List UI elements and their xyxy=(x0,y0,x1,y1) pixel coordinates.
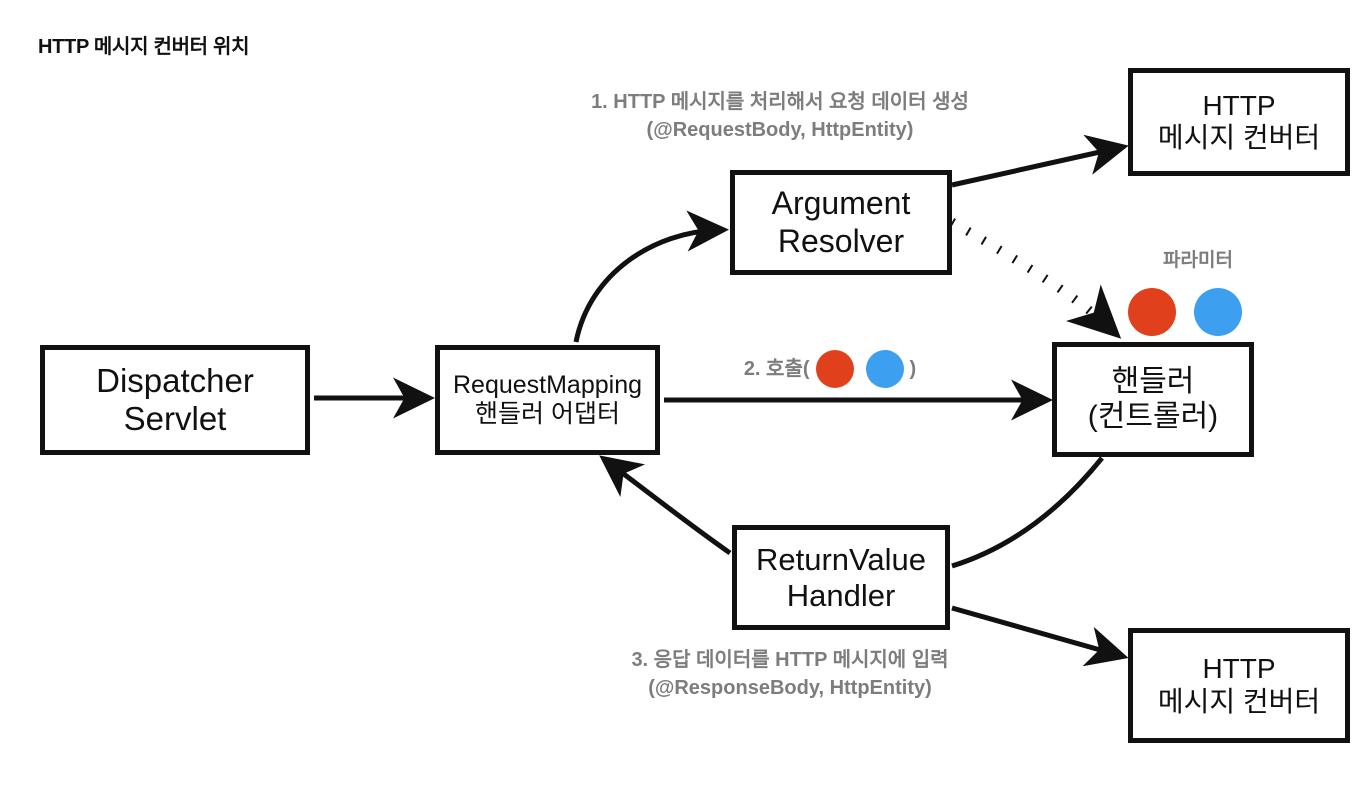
edge-label-step2-suffix: ) xyxy=(909,357,917,380)
edge-label-step3-line1: 3. 응답 데이터를 HTTP 메시지에 입력 xyxy=(631,649,949,671)
edge-label-step1-line1: 1. HTTP 메시지를 처리해서 요청 데이터 생성 xyxy=(591,91,969,113)
node-http-message-converter-top[interactable]: HTTP 메시지 컨버터 xyxy=(1128,68,1350,176)
node-argument-resolver-line1: Argument xyxy=(771,185,911,222)
parameter-dot-red-inline xyxy=(815,350,854,388)
edge-label-step3-line2: (@ResponseBody, HttpEntity) xyxy=(648,677,932,700)
node-return-value-handler-line1: ReturnValue xyxy=(755,541,927,577)
page-title: HTTP 메시지 컨버터 위치 xyxy=(38,36,250,58)
edge-label-step3: 3. 응답 데이터를 HTTP 메시지에 입력 (@ResponseBody, … xyxy=(530,646,1050,703)
edge-label-step1-line2: (@RequestBody, HttpEntity) xyxy=(646,119,914,142)
parameter-dot-blue-inline xyxy=(865,350,904,388)
node-http-message-converter-bottom[interactable]: HTTP 메시지 컨버터 xyxy=(1128,628,1350,743)
edge-handler-to-returnvaluehandler xyxy=(951,456,1104,569)
node-argument-resolver[interactable]: Argument Resolver xyxy=(730,170,952,275)
edge-label-step2-prefix: 2. 호출( xyxy=(743,357,810,380)
edge-returnvaluehandler-to-requestmapping xyxy=(599,455,732,556)
edge-argumentresolver-to-http-converter-top xyxy=(951,134,1129,188)
node-http-message-converter-bottom-line2: 메시지 컨버터 xyxy=(1157,685,1321,717)
node-http-message-converter-top-line1: HTTP xyxy=(1202,89,1276,121)
edge-label-step1: 1. HTTP 메시지를 처리해서 요청 데이터 생성 (@RequestBod… xyxy=(520,88,1040,145)
node-return-value-handler[interactable]: ReturnValue Handler xyxy=(732,525,950,630)
node-dispatcher-servlet[interactable]: Dispatcher Servlet xyxy=(40,345,310,455)
node-request-mapping-handler-adapter[interactable]: RequestMapping 핸들러 어댑터 xyxy=(435,345,660,455)
parameter-dots-group xyxy=(1128,288,1242,336)
node-handler-controller[interactable]: 핸들러 (컨트롤러) xyxy=(1052,342,1254,457)
node-return-value-handler-line2: Handler xyxy=(786,577,896,613)
parameter-dot-red xyxy=(1128,288,1176,336)
node-handler-line2: (컨트롤러) xyxy=(1087,399,1219,433)
edge-requestmapping-to-argumentresolver xyxy=(573,210,729,343)
node-request-mapping-line1: RequestMapping xyxy=(452,371,642,399)
node-http-message-converter-top-line2: 메시지 컨버터 xyxy=(1157,122,1321,153)
node-argument-resolver-line2: Resolver xyxy=(777,222,905,259)
parameter-dot-blue xyxy=(1194,288,1242,336)
node-http-message-converter-bottom-line1: HTTP xyxy=(1202,653,1276,685)
node-dispatcher-servlet-line2: Servlet xyxy=(123,400,227,437)
parameter-label: 파라미터 xyxy=(1163,250,1233,271)
edge-label-step2: 2. 호출( ) xyxy=(690,350,970,388)
edge-argumentresolver-to-handler-dotted xyxy=(949,218,1122,339)
node-dispatcher-servlet-line1: Dispatcher xyxy=(96,361,254,399)
node-request-mapping-line2: 핸들러 어댑터 xyxy=(475,400,620,428)
node-handler-line1: 핸들러 xyxy=(1111,364,1195,398)
